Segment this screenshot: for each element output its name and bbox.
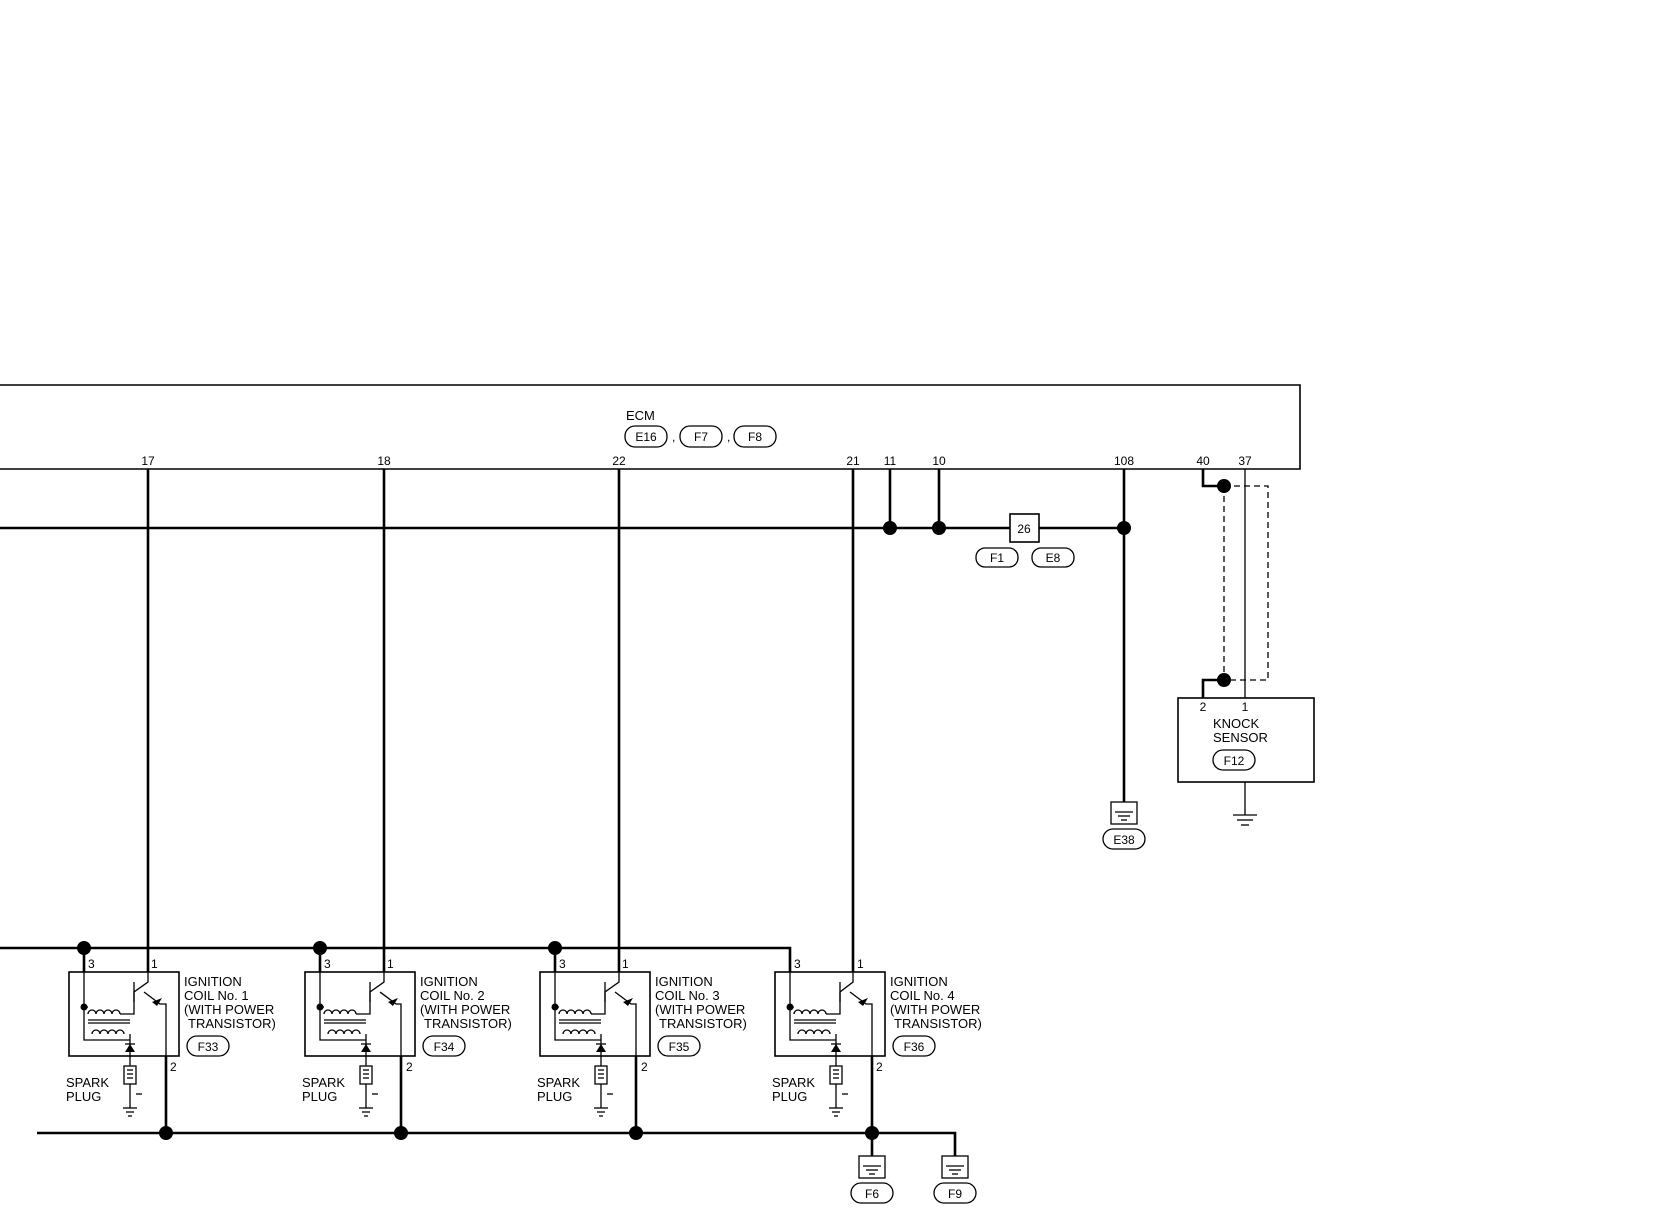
svg-text:(WITH POWER: (WITH POWER (890, 1002, 980, 1017)
svg-text:,: , (672, 430, 675, 444)
connector-f34: F34 (422, 1035, 466, 1057)
svg-text:SPARK: SPARK (772, 1075, 815, 1090)
svg-text:SPARK: SPARK (537, 1075, 580, 1090)
connector-f1: F1 (975, 547, 1019, 568)
svg-text:TRANSISTOR): TRANSISTOR) (659, 1016, 747, 1031)
ignition-coil-2: 3 1 2 IGNITION COIL No. 2 (WITH POWER TR… (302, 957, 512, 1133)
svg-text:COIL No. 2: COIL No. 2 (420, 988, 485, 1003)
svg-text:(WITH POWER: (WITH POWER (184, 1002, 274, 1017)
svg-text:F33: F33 (198, 1040, 219, 1054)
ground-symbol-f9: F9 (933, 1155, 977, 1204)
ground-bus-bottom: F6 F9 (37, 1126, 977, 1204)
svg-text:COIL No. 3: COIL No. 3 (655, 988, 720, 1003)
svg-text:IGNITION: IGNITION (184, 974, 242, 989)
ecm-connector-f7: F7 (679, 425, 723, 448)
svg-text:,: , (727, 430, 730, 444)
svg-text:IGNITION: IGNITION (890, 974, 948, 989)
spark-plug-3: SPARK PLUG (537, 1065, 613, 1117)
ecm-terminal-37: 37 (1238, 454, 1252, 468)
ignition-coil-4: 3 1 2 IGNITION COIL No. 4 (WITH POWER TR… (772, 957, 982, 1133)
svg-text:COIL No. 1: COIL No. 1 (184, 988, 249, 1003)
svg-text:3: 3 (559, 957, 566, 971)
ecm-label: ECM (626, 408, 655, 423)
svg-text:2: 2 (876, 1060, 883, 1074)
svg-text:2: 2 (641, 1060, 648, 1074)
svg-text:1: 1 (387, 957, 394, 971)
svg-text:PLUG: PLUG (537, 1089, 572, 1104)
knock-label-1: KNOCK (1213, 716, 1260, 731)
svg-text:E16: E16 (635, 430, 657, 444)
svg-text:2: 2 (406, 1060, 413, 1074)
svg-text:PLUG: PLUG (302, 1089, 337, 1104)
junction-dot (1117, 521, 1131, 535)
ground-symbol-e38: E38 (1102, 801, 1146, 850)
ecm-connector-e16: E16 (624, 425, 668, 448)
svg-text:(WITH POWER: (WITH POWER (655, 1002, 745, 1017)
svg-text:26: 26 (1017, 522, 1031, 536)
svg-text:F35: F35 (669, 1040, 690, 1054)
svg-text:E8: E8 (1046, 551, 1061, 565)
connector-f35: F35 (657, 1035, 701, 1057)
ecm-terminal-10: 10 (932, 454, 946, 468)
knock-pin-2: 2 (1200, 700, 1207, 714)
ecm-terminal-17: 17 (141, 454, 155, 468)
svg-text:E38: E38 (1113, 833, 1135, 847)
svg-text:F7: F7 (694, 430, 708, 444)
junction-dot (932, 521, 946, 535)
spark-plug-1: SPARK PLUG (66, 1065, 142, 1117)
chassis-ground-icon (1233, 814, 1257, 826)
ecm-terminal-21: 21 (846, 454, 860, 468)
svg-text:SPARK: SPARK (66, 1075, 109, 1090)
signal-wires (146, 469, 855, 972)
ignition-power-bus (0, 941, 792, 972)
ecm-terminal-18: 18 (377, 454, 391, 468)
svg-text:TRANSISTOR): TRANSISTOR) (894, 1016, 982, 1031)
svg-text:1: 1 (622, 957, 629, 971)
ecm-terminal-11: 11 (884, 454, 897, 468)
svg-text:TRANSISTOR): TRANSISTOR) (188, 1016, 276, 1031)
ignition-coil-1: 3 1 2 IGNITION COIL No. 1 (WITH POWER TR… (66, 957, 276, 1133)
joint-connector-26: 26 (1009, 513, 1040, 543)
svg-text:3: 3 (324, 957, 331, 971)
svg-text:1: 1 (151, 957, 158, 971)
ecm-terminal-40: 40 (1196, 454, 1210, 468)
svg-text:COIL No. 4: COIL No. 4 (890, 988, 955, 1003)
connector-e8: E8 (1031, 547, 1075, 568)
svg-text:F1: F1 (990, 551, 1004, 565)
svg-text:TRANSISTOR): TRANSISTOR) (424, 1016, 512, 1031)
svg-text:3: 3 (88, 957, 95, 971)
svg-text:IGNITION: IGNITION (420, 974, 478, 989)
svg-text:3: 3 (794, 957, 801, 971)
svg-text:F8: F8 (748, 430, 762, 444)
spark-plug-4: SPARK PLUG (772, 1065, 848, 1117)
knock-pin-1: 1 (1242, 700, 1249, 714)
spark-plug-2: SPARK PLUG (302, 1065, 378, 1117)
svg-text:2: 2 (170, 1060, 177, 1074)
svg-text:IGNITION: IGNITION (655, 974, 713, 989)
svg-text:(WITH POWER: (WITH POWER (420, 1002, 510, 1017)
ecm-connector-f8: F8 (733, 425, 777, 448)
svg-text:SPARK: SPARK (302, 1075, 345, 1090)
ignition-coil-3: 3 1 2 IGNITION COIL No. 3 (WITH POWER TR… (537, 957, 747, 1133)
connector-f12: F12 (1212, 749, 1256, 771)
junction-dot (883, 521, 897, 535)
ecm-box: ECM E16 , F7 , F8 17 18 22 21 11 10 108 … (0, 384, 1301, 470)
ground-symbol-f6: F6 (850, 1155, 894, 1204)
ecm-terminal-108: 108 (1114, 454, 1134, 468)
svg-text:F9: F9 (948, 1187, 962, 1201)
connector-f33: F33 (186, 1035, 230, 1057)
connector-f36: F36 (892, 1035, 936, 1057)
svg-text:F34: F34 (434, 1040, 455, 1054)
knock-sensor: 2 1 KNOCK SENSOR F12 (1177, 469, 1315, 826)
svg-text:PLUG: PLUG (772, 1089, 807, 1104)
knock-label-2: SENSOR (1213, 730, 1268, 745)
svg-text:F12: F12 (1224, 754, 1245, 768)
ground-line: 26 F1 E8 E38 (0, 469, 1146, 850)
svg-text:F36: F36 (904, 1040, 925, 1054)
svg-text:1: 1 (857, 957, 864, 971)
svg-text:PLUG: PLUG (66, 1089, 101, 1104)
ecm-terminal-22: 22 (612, 454, 626, 468)
svg-text:F6: F6 (865, 1187, 879, 1201)
